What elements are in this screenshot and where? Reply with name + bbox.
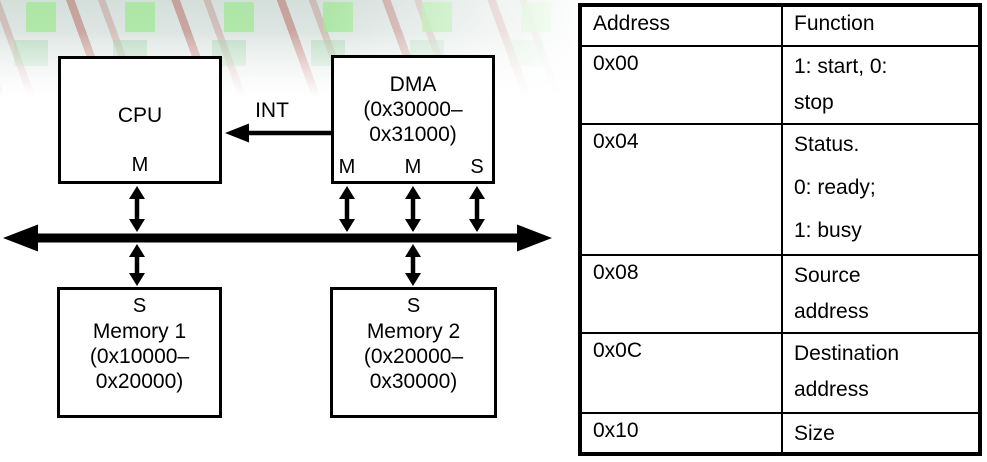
memory1-address-range-line2: 0x20000) bbox=[95, 370, 184, 393]
dma-master-port-2-label: M bbox=[404, 156, 422, 178]
memory2-slave-port-label: S bbox=[406, 295, 421, 317]
function-line: address bbox=[794, 378, 869, 401]
system-bus-arrow bbox=[3, 224, 552, 252]
dma-master-port-1-label: M bbox=[338, 156, 356, 178]
table-row-address: 0x0C bbox=[582, 332, 783, 412]
dma-address-range-line1: (0x30000– bbox=[363, 98, 463, 121]
memory1-slave-port-label: S bbox=[132, 295, 147, 317]
table-row-function: Destination address bbox=[783, 332, 978, 412]
cpu-master-port-label: M bbox=[131, 154, 149, 176]
table-row-address: 0x08 bbox=[582, 254, 783, 332]
dma-master1-bus-link-arrow bbox=[339, 186, 355, 232]
table-header-address: Address bbox=[582, 7, 783, 45]
function-line: Status. bbox=[794, 133, 860, 156]
memory2-label: Memory 2 bbox=[366, 320, 461, 343]
memory2-address-range-line1: (0x20000– bbox=[363, 345, 464, 368]
cpu-bus-link-arrow bbox=[129, 186, 145, 232]
table-row-function: 1: start, 0: stop bbox=[783, 45, 978, 123]
table-row-address: 0x00 bbox=[582, 45, 783, 123]
function-line: 0: ready; bbox=[794, 176, 876, 199]
table-row-address: 0x10 bbox=[582, 412, 783, 452]
table-row-function: Size bbox=[783, 412, 978, 452]
table-row-address: 0x04 bbox=[582, 123, 783, 254]
memory1-address-range-line1: (0x10000– bbox=[89, 345, 190, 368]
dma-slave-bus-link-arrow bbox=[469, 186, 485, 232]
cpu-block: CPU M bbox=[58, 56, 222, 184]
function-line: Destination bbox=[794, 342, 900, 365]
table-row-function: Status. 0: ready; 1: busy bbox=[783, 123, 978, 254]
int-arrow bbox=[225, 123, 331, 143]
dma-master2-bus-link-arrow bbox=[405, 186, 421, 232]
cpu-label: CPU bbox=[117, 104, 163, 127]
int-signal-label: INT bbox=[255, 99, 289, 122]
memory1-block: S Memory 1 (0x10000– 0x20000) bbox=[57, 287, 222, 418]
memory1-label: Memory 1 bbox=[92, 320, 187, 343]
dma-slave-port-label: S bbox=[470, 156, 484, 178]
dma-label: DMA bbox=[389, 73, 437, 96]
bus-and-arrows bbox=[3, 123, 552, 286]
dma-block: DMA (0x30000– 0x31000) M M S bbox=[331, 55, 495, 184]
function-line: address bbox=[794, 300, 869, 323]
dma-address-range-line2: 0x31000) bbox=[369, 123, 457, 146]
memory2-address-range-line2: 0x30000) bbox=[369, 370, 458, 393]
bus-memory2-link-arrow bbox=[405, 244, 421, 286]
dma-register-table: Address Function 0x00 1: start, 0: stop … bbox=[578, 3, 982, 456]
function-line: Size bbox=[794, 422, 835, 445]
table-header-function: Function bbox=[794, 12, 875, 35]
bus-memory1-link-arrow bbox=[129, 244, 145, 286]
function-line: 1: start, 0: bbox=[794, 55, 888, 78]
table-row-function: Source address bbox=[783, 254, 978, 332]
function-line: stop bbox=[794, 91, 834, 114]
memory2-block: S Memory 2 (0x20000– 0x30000) bbox=[330, 287, 497, 418]
function-line: Source bbox=[794, 264, 861, 287]
function-line: 1: busy bbox=[794, 219, 862, 242]
